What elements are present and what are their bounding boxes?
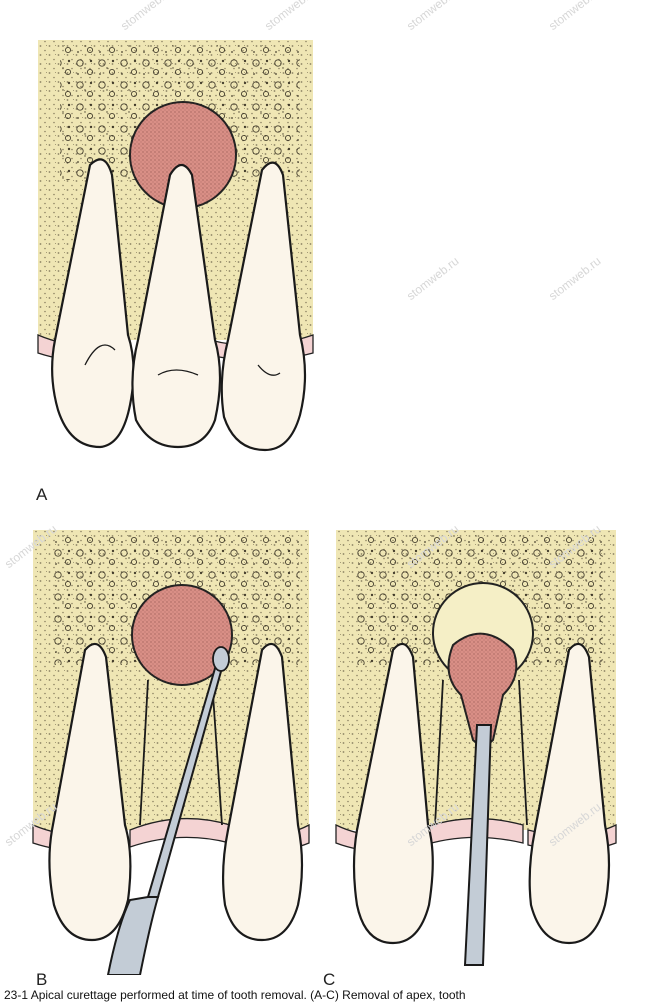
curette-instrument-icon	[463, 724, 493, 966]
tooth-left	[352, 642, 434, 945]
tooth-right	[220, 161, 307, 452]
panel-label-c: C	[323, 970, 336, 989]
panel-a	[30, 35, 322, 460]
panel-a-illustration	[37, 40, 314, 452]
figure-caption: 23-1 Apical curettage performed at time …	[4, 988, 466, 1002]
watermark: stomweb.ru	[404, 253, 462, 304]
panel-b	[30, 525, 312, 975]
panel-c	[333, 525, 618, 975]
watermark: stomweb.ru	[404, 0, 462, 34]
panel-label-b: B	[36, 970, 48, 989]
tooth-right	[528, 642, 611, 945]
watermark: stomweb.ru	[546, 0, 604, 34]
panel-c-illustration	[335, 530, 617, 966]
watermark: stomweb.ru	[262, 0, 320, 34]
tooth-left	[48, 642, 132, 942]
tooth-right	[222, 642, 304, 942]
tooth-left	[51, 158, 135, 449]
tooth-center	[131, 163, 222, 449]
panel-label-a: A	[36, 485, 48, 504]
watermark: stomweb.ru	[546, 253, 604, 304]
watermark: stomweb.ru	[118, 0, 176, 34]
panel-b-illustration	[32, 530, 310, 975]
